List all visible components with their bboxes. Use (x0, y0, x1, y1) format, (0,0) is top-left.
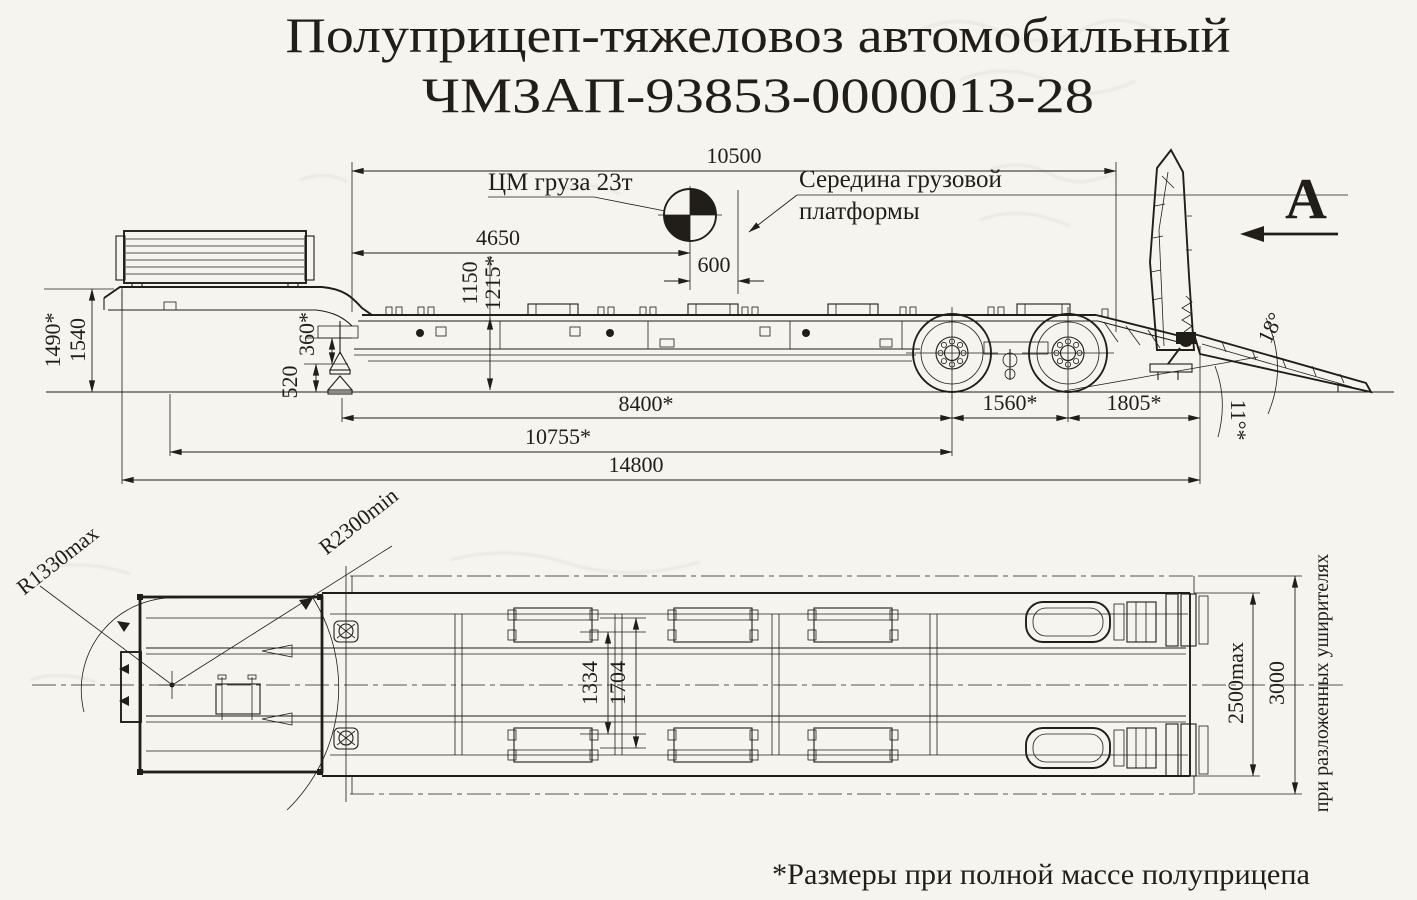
dim-1805-label: 1805* (1107, 390, 1162, 415)
plan-view: R1330max R2300min 1334 1704 2500max (12, 483, 1348, 813)
dim-2500-label: 2500max (1223, 642, 1248, 724)
dim-1215-label: 1215* (480, 256, 505, 311)
plan-crossmembers (454, 614, 938, 755)
platform-middle-text-1: Середина грузовой (799, 166, 1002, 193)
dim-neck-step: 360* (294, 312, 336, 365)
platform-deck (354, 303, 1189, 362)
side-view: А 10500 4650 600 (40, 143, 1394, 484)
plan-ramp-stacks (1165, 593, 1209, 777)
dim-clearance: 520 (277, 363, 320, 399)
dim-14800-label: 14800 (609, 452, 664, 477)
dim-chain-axles: 8400* 1560* 1805* (341, 346, 1201, 484)
angle-18-label: 18° (1252, 308, 1288, 347)
dim-10500: 10500 (351, 143, 1117, 175)
angle-11-label: 11°* (1226, 400, 1251, 441)
dim-10500-label: 10500 (707, 143, 762, 168)
label-cargo-cm: ЦМ груза 23т (488, 169, 666, 212)
angle-arc-18 (1265, 317, 1278, 415)
gooseneck-ramp-stack (115, 230, 315, 288)
plan-tires (1025, 601, 1157, 769)
dim-2500max: 2500max (1194, 592, 1260, 777)
wheel-rear (1022, 307, 1114, 399)
title-block: Полуприцеп-тяжеловоз автомобильный ЧМЗАП… (286, 7, 1231, 123)
plan-pivot-bolts (333, 566, 359, 802)
deck-cleats (385, 306, 1109, 318)
dim-520-label: 520 (277, 366, 302, 399)
dimensions-plan-view: 1334 1704 2500max 3000 при разложенных у… (577, 554, 1333, 813)
dim-10755: 10755* (169, 394, 953, 456)
dim-1490-label: 1490* (40, 313, 65, 368)
gooseneck-body (103, 286, 373, 365)
dim-1540-label: 1540 (65, 318, 90, 362)
plan-gooseneck (119, 594, 324, 775)
dim-1334: 1334 (577, 631, 612, 735)
dim-4650-label: 4650 (476, 225, 520, 250)
dim-600: 600 (664, 252, 764, 285)
label-platform-middle: Середина грузовой платформы (748, 166, 1348, 233)
angle-arc-11 (1214, 365, 1223, 438)
ramp-lowered (1192, 332, 1373, 394)
footnote-asterisk: *Размеры при полной массе полуприцепа (772, 858, 1310, 891)
approach-angle-line (1063, 356, 1259, 392)
center-of-mass-symbol (658, 188, 722, 242)
deck-boxes (527, 303, 1071, 316)
cargo-cm-text: ЦМ груза 23т (488, 169, 633, 196)
dim-1334-label: 1334 (577, 661, 602, 705)
dim-1560-label: 1560* (983, 390, 1038, 415)
scan-artifacts (29, 19, 1161, 683)
dim-8400-label: 8400* (619, 391, 674, 416)
dim-4650: 4650 (351, 225, 691, 257)
frame-fittings (416, 321, 903, 349)
suspension (983, 341, 1049, 380)
dim-1704-label: 1704 (605, 661, 630, 705)
dim-14800: 14800 (121, 290, 1201, 484)
dim-1704: 1704 (605, 617, 640, 749)
view-direction-a: А (1240, 166, 1338, 242)
wheel-front (906, 307, 998, 399)
view-label-a: А (1285, 166, 1327, 231)
plan-platform (146, 566, 1196, 802)
radius-1330-label: R1330max (12, 521, 103, 600)
rear-hinge (1149, 295, 1196, 380)
dim-3000-label: 3000 (1264, 661, 1289, 705)
plan-turning-radii: R1330max R2300min (12, 483, 403, 811)
dim-10755-label: 10755* (525, 424, 591, 449)
dim-heights-front: 1490* 1540 (40, 288, 114, 393)
dim-deck-height: 1150 1215* (457, 256, 505, 391)
ramp-raised (1149, 148, 1196, 351)
platform-middle-text-2: платформы (799, 198, 920, 225)
dim-1150-label: 1150 (457, 261, 482, 304)
dim-3000: 3000 (1198, 575, 1302, 795)
plan-bogie-boxes (507, 607, 899, 763)
view-arrow-head (1240, 226, 1264, 242)
dimensions-side-view: 10500 4650 600 ЦМ груза 23т (40, 143, 1348, 484)
dim-600-label: 600 (698, 252, 731, 277)
drawing-title: Полуприцеп-тяжеловоз автомобильный (286, 7, 1231, 63)
widener-note-label: при разложенных уширителях (1311, 554, 1333, 813)
dim-360-label: 360* (294, 312, 319, 356)
drawing-model-number: ЧМЗАП-93853-0000013-28 (422, 67, 1094, 123)
